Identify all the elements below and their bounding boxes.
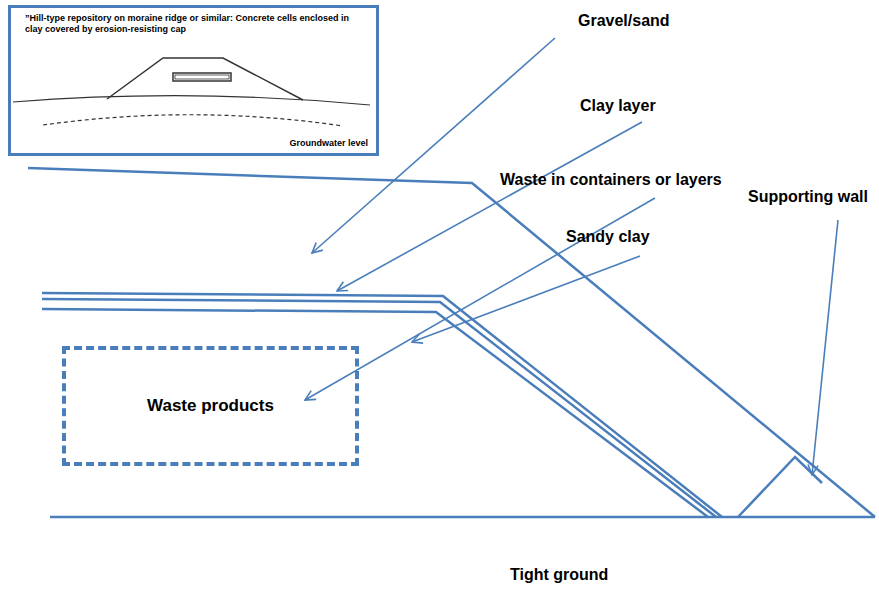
clay-layer-bottom: [42, 299, 716, 517]
part-label: Tight ground: [510, 566, 608, 584]
leader-line: [412, 256, 640, 342]
groundwater-label: Groundwater level: [289, 138, 368, 148]
inset-box: ”Hill-type repository on moraine ridge o…: [8, 5, 379, 156]
part-label: Gravel/sand: [578, 12, 670, 30]
node-text: Waste products: [137, 390, 284, 422]
part-label: Supporting wall: [748, 188, 868, 206]
part-label: Waste in containers or layers: [500, 171, 722, 189]
part-label: Clay layer: [580, 97, 656, 115]
supporting-wall: [738, 457, 822, 517]
ground-line: [50, 516, 875, 519]
waste-box: Waste products: [62, 346, 359, 466]
leader-line: [812, 220, 838, 475]
leader-line: [337, 122, 642, 291]
part-label: Sandy clay: [566, 228, 650, 246]
inset-caption: ”Hill-type repository on moraine ridge o…: [11, 8, 376, 35]
gravel-surface: [28, 168, 875, 517]
clay-layer-top: [42, 293, 722, 517]
sandy-clay-boundary: [42, 309, 708, 517]
